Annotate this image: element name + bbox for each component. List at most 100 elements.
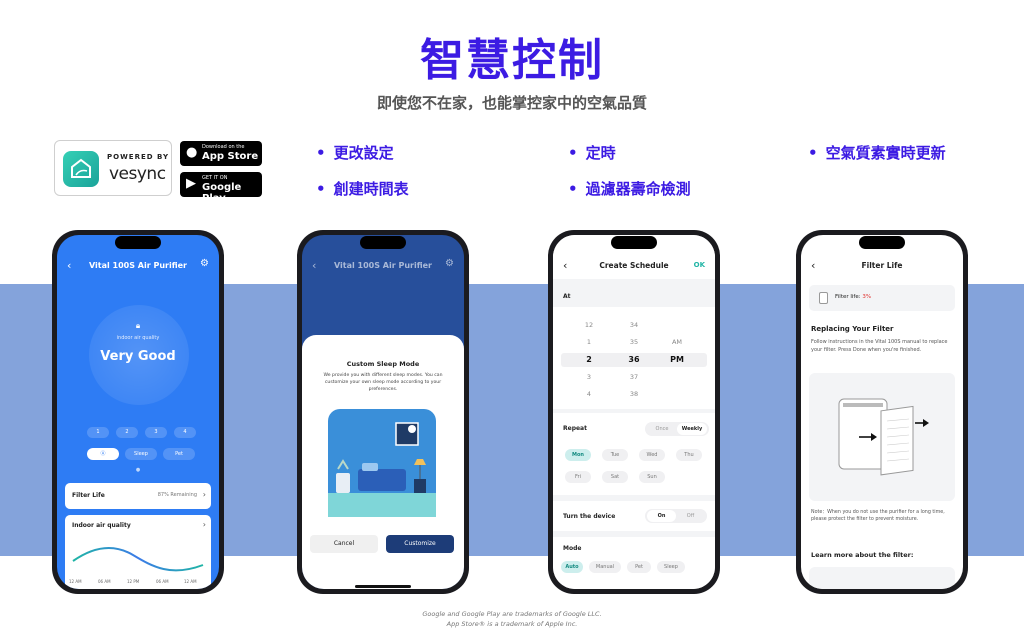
gear-icon[interactable]: ⚙: [200, 258, 209, 269]
ampm-option[interactable]: PM: [670, 355, 684, 364]
replace-filter-title: Replacing Your Filter: [811, 325, 894, 333]
day-chip[interactable]: Tue: [602, 449, 628, 461]
page-indicator: ●: [135, 467, 141, 473]
repeat-section: Repeat Once Weekly Mon Tue Wed Thu Fri S…: [553, 413, 715, 495]
mode-chip[interactable]: Sleep: [657, 561, 685, 573]
hour-option[interactable]: 12: [584, 321, 594, 329]
google-play-badge[interactable]: ▶ GET IT ON Google Play: [180, 172, 262, 204]
sheet-title: Custom Sleep Mode: [346, 360, 420, 368]
repeat-once[interactable]: Once: [655, 426, 669, 432]
repeat-weekly[interactable]: Weekly: [677, 423, 707, 435]
turn-section: Turn the device On Off: [553, 501, 715, 531]
filter-life-card[interactable]: Filter Life 87% Remaining ›: [65, 483, 211, 509]
sheet-description: We provide you with different sleep mode…: [323, 373, 443, 392]
page-subtitle: 即使您不在家，也能掌控家中的空氣品質: [376, 94, 647, 112]
mode-section: Mode Auto Manual Pet Sleep: [553, 537, 715, 589]
mode-auto-button[interactable]: Ⓐ: [87, 448, 119, 460]
customize-button[interactable]: Customize: [386, 535, 454, 553]
day-chip[interactable]: Mon: [565, 449, 591, 461]
time-label: 12 AM: [69, 579, 82, 584]
footer-apple-trademark: App Store® is a trademark of Apple Inc.: [446, 620, 578, 628]
replace-filter-desc: Follow instructions in the Vital 100S ma…: [811, 339, 948, 353]
filter-life-value: 3%: [862, 294, 872, 300]
turn-device-label: Turn the device: [563, 513, 616, 520]
ok-button[interactable]: OK: [693, 261, 705, 269]
turn-off[interactable]: Off: [686, 513, 695, 519]
fan-speed-button[interactable]: 4: [174, 427, 196, 438]
back-icon[interactable]: ‹: [312, 259, 317, 272]
chevron-right-icon: ›: [202, 490, 206, 499]
minute-option[interactable]: 34: [629, 321, 639, 329]
phone-notch: [611, 236, 657, 249]
day-chip[interactable]: Sat: [602, 471, 628, 483]
iaq-card-label: Indoor air quality: [72, 522, 131, 529]
turn-toggle[interactable]: On Off: [645, 509, 707, 523]
repeat-toggle[interactable]: Once Weekly: [645, 422, 709, 436]
filter-life-value: 87% Remaining: [157, 492, 197, 498]
minute-option[interactable]: 35: [629, 338, 639, 346]
air-quality-value: Very Good: [100, 349, 176, 364]
day-chip[interactable]: Sun: [639, 471, 665, 483]
at-label: At: [563, 293, 571, 300]
back-icon[interactable]: ‹: [563, 259, 568, 272]
learn-more-card[interactable]: [809, 567, 955, 589]
cancel-button[interactable]: Cancel: [310, 535, 378, 553]
fan-speed-button[interactable]: 2: [116, 427, 138, 438]
minute-option[interactable]: 38: [629, 390, 639, 398]
time-label: 06 AM: [156, 579, 169, 584]
hour-option[interactable]: 3: [586, 373, 592, 381]
hour-option[interactable]: 1: [586, 338, 592, 346]
home-indicator: [355, 585, 411, 588]
mode-chip[interactable]: Pet: [627, 561, 651, 573]
picker-highlight: [561, 353, 707, 367]
phone-screen: ‹ Vital 100S Air Purifier ⚙ Custom Sleep…: [302, 235, 464, 589]
app-store-big: App Store: [202, 151, 259, 162]
custom-sleep-sheet: Custom Sleep Mode We provide you with di…: [302, 335, 464, 589]
time-picker[interactable]: 12 1 2 3 4 34 35 36 37 38 AM PM: [553, 307, 715, 409]
phone-notch: [859, 236, 905, 249]
mode-pet-button[interactable]: Pet: [163, 448, 195, 460]
phone-screen: ‹ Filter Life Filter life: 3% Replacing …: [801, 235, 963, 589]
mode-chip[interactable]: Auto: [561, 561, 583, 573]
back-icon[interactable]: ‹: [67, 259, 72, 272]
phone-filter-life: ‹ Filter Life Filter life: 3% Replacing …: [796, 230, 968, 594]
ampm-option[interactable]: AM: [671, 338, 683, 346]
minute-option[interactable]: 37: [629, 373, 639, 381]
feature-item: 更改設定: [316, 142, 394, 163]
feature-item: 創建時間表: [316, 178, 409, 199]
fan-speed-button[interactable]: 1: [87, 427, 109, 438]
feature-item: 過濾器壽命檢測: [568, 178, 691, 199]
vesync-badge: POWERED BY vesync: [54, 140, 172, 196]
phone-notch: [360, 236, 406, 249]
indoor-air-quality-label: indoor air quality: [116, 335, 160, 341]
day-chip[interactable]: Wed: [639, 449, 665, 461]
turn-on[interactable]: On: [647, 510, 676, 522]
minute-option[interactable]: 36: [628, 355, 640, 364]
screen-title: Filter Life: [861, 261, 903, 270]
app-store-badge[interactable]: ● Download on the App Store: [180, 141, 262, 166]
filter-replacement-image: [809, 373, 955, 501]
hour-option[interactable]: 2: [586, 355, 592, 364]
filter-life-text: Filter life:: [835, 294, 861, 300]
chevron-right-icon: ›: [202, 520, 206, 529]
mode-label: Mode: [563, 545, 582, 552]
phone-screen: ‹ Vital 100S Air Purifier ⚙ 🔒︎ indoor ai…: [57, 235, 219, 589]
footer-google-trademark: Google and Google Play are trademarks of…: [422, 610, 602, 618]
mode-sleep-button[interactable]: Sleep: [125, 448, 157, 460]
day-chip[interactable]: Thu: [676, 449, 702, 461]
day-chip[interactable]: Fri: [565, 471, 591, 483]
feature-item: 空氣質素實時更新: [808, 142, 946, 163]
screen-title: Vital 100S Air Purifier: [334, 261, 432, 270]
gear-icon[interactable]: ⚙: [445, 258, 454, 269]
fan-speed-button[interactable]: 3: [145, 427, 167, 438]
phone-create-schedule: ‹ Create Schedule OK At 12 1 2 3 4 34 35…: [548, 230, 720, 594]
purifier-illustration: [838, 398, 929, 476]
mode-chip[interactable]: Manual: [589, 561, 621, 573]
back-icon[interactable]: ‹: [811, 259, 816, 272]
powered-by-label: POWERED BY: [107, 153, 170, 161]
hour-option[interactable]: 4: [586, 390, 592, 398]
filter-life-label: Filter life: 3%: [835, 294, 871, 300]
repeat-label: Repeat: [563, 425, 587, 432]
indoor-air-quality-card[interactable]: Indoor air quality › 12 AM 06 AM 12 PM 0…: [65, 515, 211, 589]
google-play-big: Google Play: [202, 182, 242, 204]
